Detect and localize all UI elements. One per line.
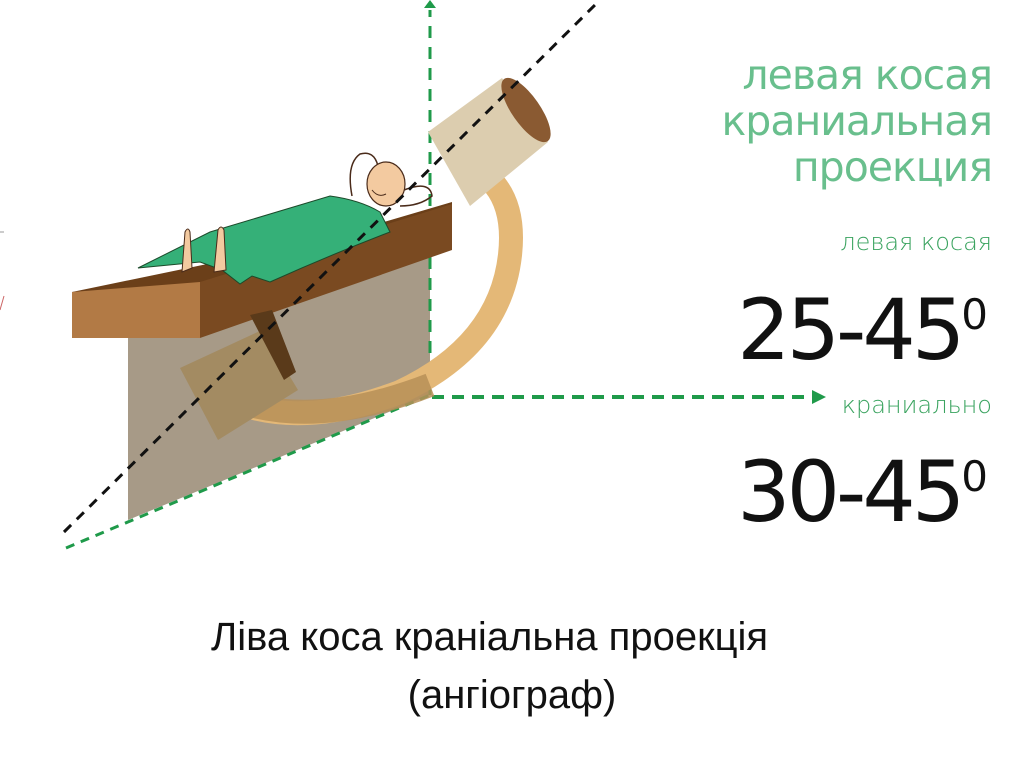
slide-caption: Ліва коса краніальна проекція (ангіограф… [0,608,1024,724]
detector-face [501,77,551,143]
right-foot [213,226,227,273]
tube-connector [250,310,296,380]
vertical-axis-arrow-icon [424,0,436,8]
patient-head [366,161,406,207]
title-line-1: левая косая [742,51,993,99]
patient-smile [371,189,387,196]
title-line-3: проекция [792,143,993,191]
degree-symbol: 0 [961,290,988,339]
table-top-surface [72,202,452,296]
table-top-front [72,282,200,338]
left-oblique-label: левая косая [840,228,992,256]
diagram-title: левая косая краниальная проекция [721,51,993,191]
cranial-label: краниально [841,391,992,419]
left-oblique-angle: 25-450 [737,270,988,375]
blanket [137,195,391,285]
xray-tube [180,330,298,440]
floor-axis-line [65,393,431,550]
left-oblique-range: 25-45 [737,281,965,379]
caption-line-1: Ліва коса краніальна проекція [210,615,769,659]
title-line-2: краниальная [721,97,993,145]
edge-mark [0,295,5,311]
left-foot [181,228,193,273]
cranial-range: 30-45 [737,443,965,541]
cranial-angle: 30-450 [737,432,988,537]
patient-arms [349,152,433,207]
degree-symbol: 0 [961,452,988,501]
caption-line-2: (ангіограф) [407,673,617,717]
horizontal-axis-arrow-icon [812,390,826,404]
